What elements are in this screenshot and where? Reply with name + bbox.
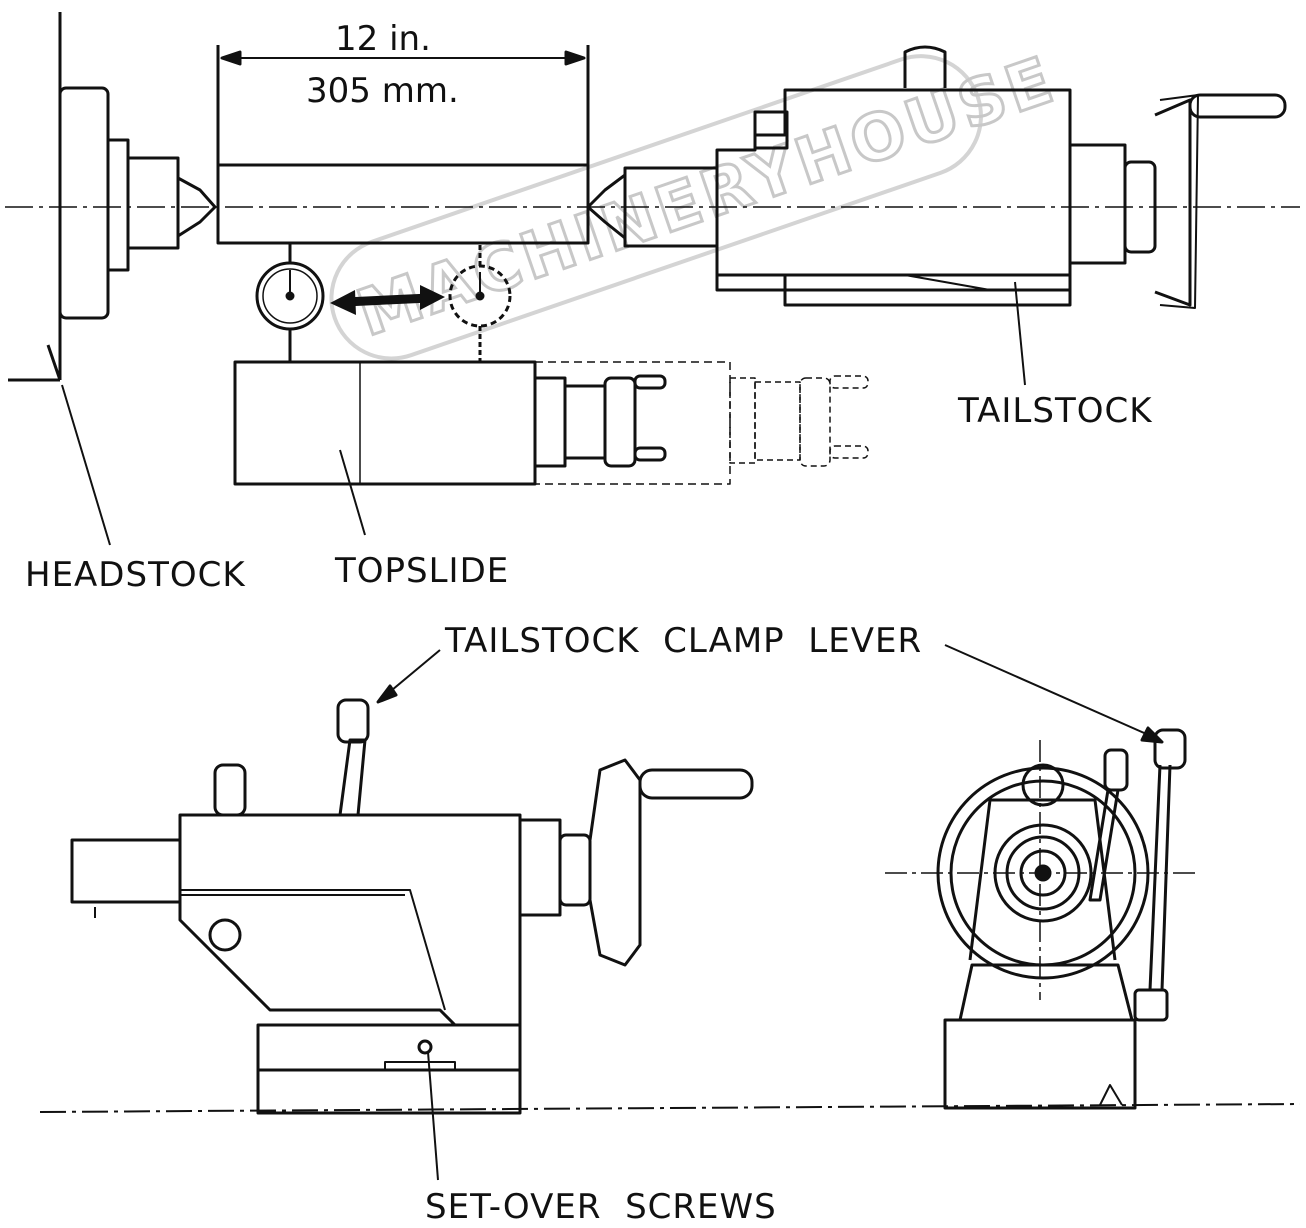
set-over-leader [427,1051,439,1181]
tailstock-end-view [885,728,1200,1110]
watermark: MACHINERYHOUSE [329,41,1067,361]
tailstock-label: TAILSTOCK [957,391,1153,431]
dimension-line [216,45,590,165]
double-arrow [330,285,445,315]
test-bar [216,163,590,245]
tailstock-leader [1014,281,1026,386]
clamp-lever-leader-right [944,644,1161,741]
headstock-leader [61,384,111,546]
tailstock-side-view [70,698,754,1115]
clamp-lever-arrow-left [376,684,398,704]
set-over-screws-label: SET-OVER SCREWS [425,1187,777,1223]
topslide-leader [339,449,366,536]
dimension-metric: 305 mm. [306,71,459,111]
bed-line [39,1103,1301,1113]
topslide [233,360,869,486]
tailstock-clamp-lever-label: TAILSTOCK CLAMP LEVER [444,621,922,661]
topslide-label: TOPSLIDE [334,551,509,591]
headstock-label: HEADSTOCK [25,555,246,595]
headstock [8,12,217,382]
dimension-imperial: 12 in. [335,19,431,59]
tailstock-top-view [586,45,1287,309]
dial-indicator-right [448,243,512,362]
dial-indicator-left [255,243,325,362]
